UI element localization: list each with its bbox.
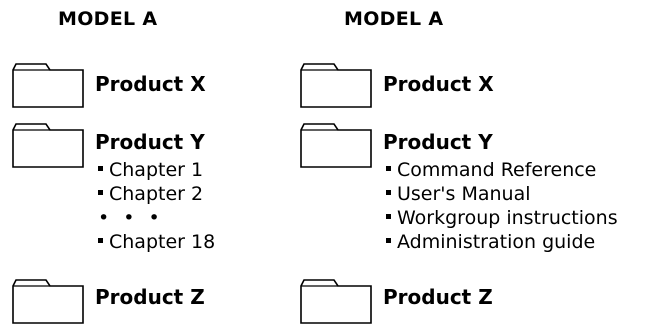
- bullet-icon: [98, 190, 103, 195]
- left-product-z-label: Product Z: [95, 285, 205, 309]
- right-product-x-label: Product X: [383, 72, 494, 96]
- ellipsis-label: • • •: [98, 207, 164, 229]
- left-product-x-label: Product X: [95, 72, 206, 96]
- bullet-icon: [386, 214, 391, 219]
- list-item: Administration guide: [386, 230, 618, 254]
- list-item: User's Manual: [386, 182, 618, 206]
- list-item: Chapter 1: [98, 158, 215, 182]
- list-item: Command Reference: [386, 158, 618, 182]
- bullet-icon: [386, 190, 391, 195]
- right-model-title: MODEL A: [344, 8, 444, 30]
- right-product-y-list: Command Reference User's Manual Workgrou…: [386, 158, 618, 254]
- folder-icon: [300, 60, 372, 108]
- bullet-icon: [386, 166, 391, 171]
- left-product-y-label: Product Y: [95, 130, 205, 154]
- list-item-label: User's Manual: [397, 183, 531, 205]
- list-item-label: Chapter 2: [109, 183, 204, 205]
- list-item-label: Chapter 18: [109, 231, 216, 253]
- list-item: • • •: [98, 206, 215, 230]
- list-item-label: Chapter 1: [109, 159, 204, 181]
- list-item-label: Command Reference: [397, 159, 597, 181]
- folder-icon: [300, 120, 372, 168]
- folder-icon: [12, 120, 84, 168]
- bullet-icon: [386, 238, 391, 243]
- right-product-y-label: Product Y: [383, 130, 493, 154]
- folder-icon: [12, 276, 84, 324]
- bullet-icon: [98, 238, 103, 243]
- list-item-label: Administration guide: [397, 231, 596, 253]
- left-model-title: MODEL A: [58, 8, 158, 30]
- left-product-y-list: Chapter 1 Chapter 2 • • • Chapter 18: [98, 158, 215, 254]
- folder-icon: [300, 276, 372, 324]
- list-item: Workgroup instructions: [386, 206, 618, 230]
- bullet-icon: [98, 166, 103, 171]
- list-item: Chapter 18: [98, 230, 215, 254]
- right-product-z-label: Product Z: [383, 285, 493, 309]
- folder-icon: [12, 60, 84, 108]
- list-item-label: Workgroup instructions: [397, 207, 618, 229]
- list-item: Chapter 2: [98, 182, 215, 206]
